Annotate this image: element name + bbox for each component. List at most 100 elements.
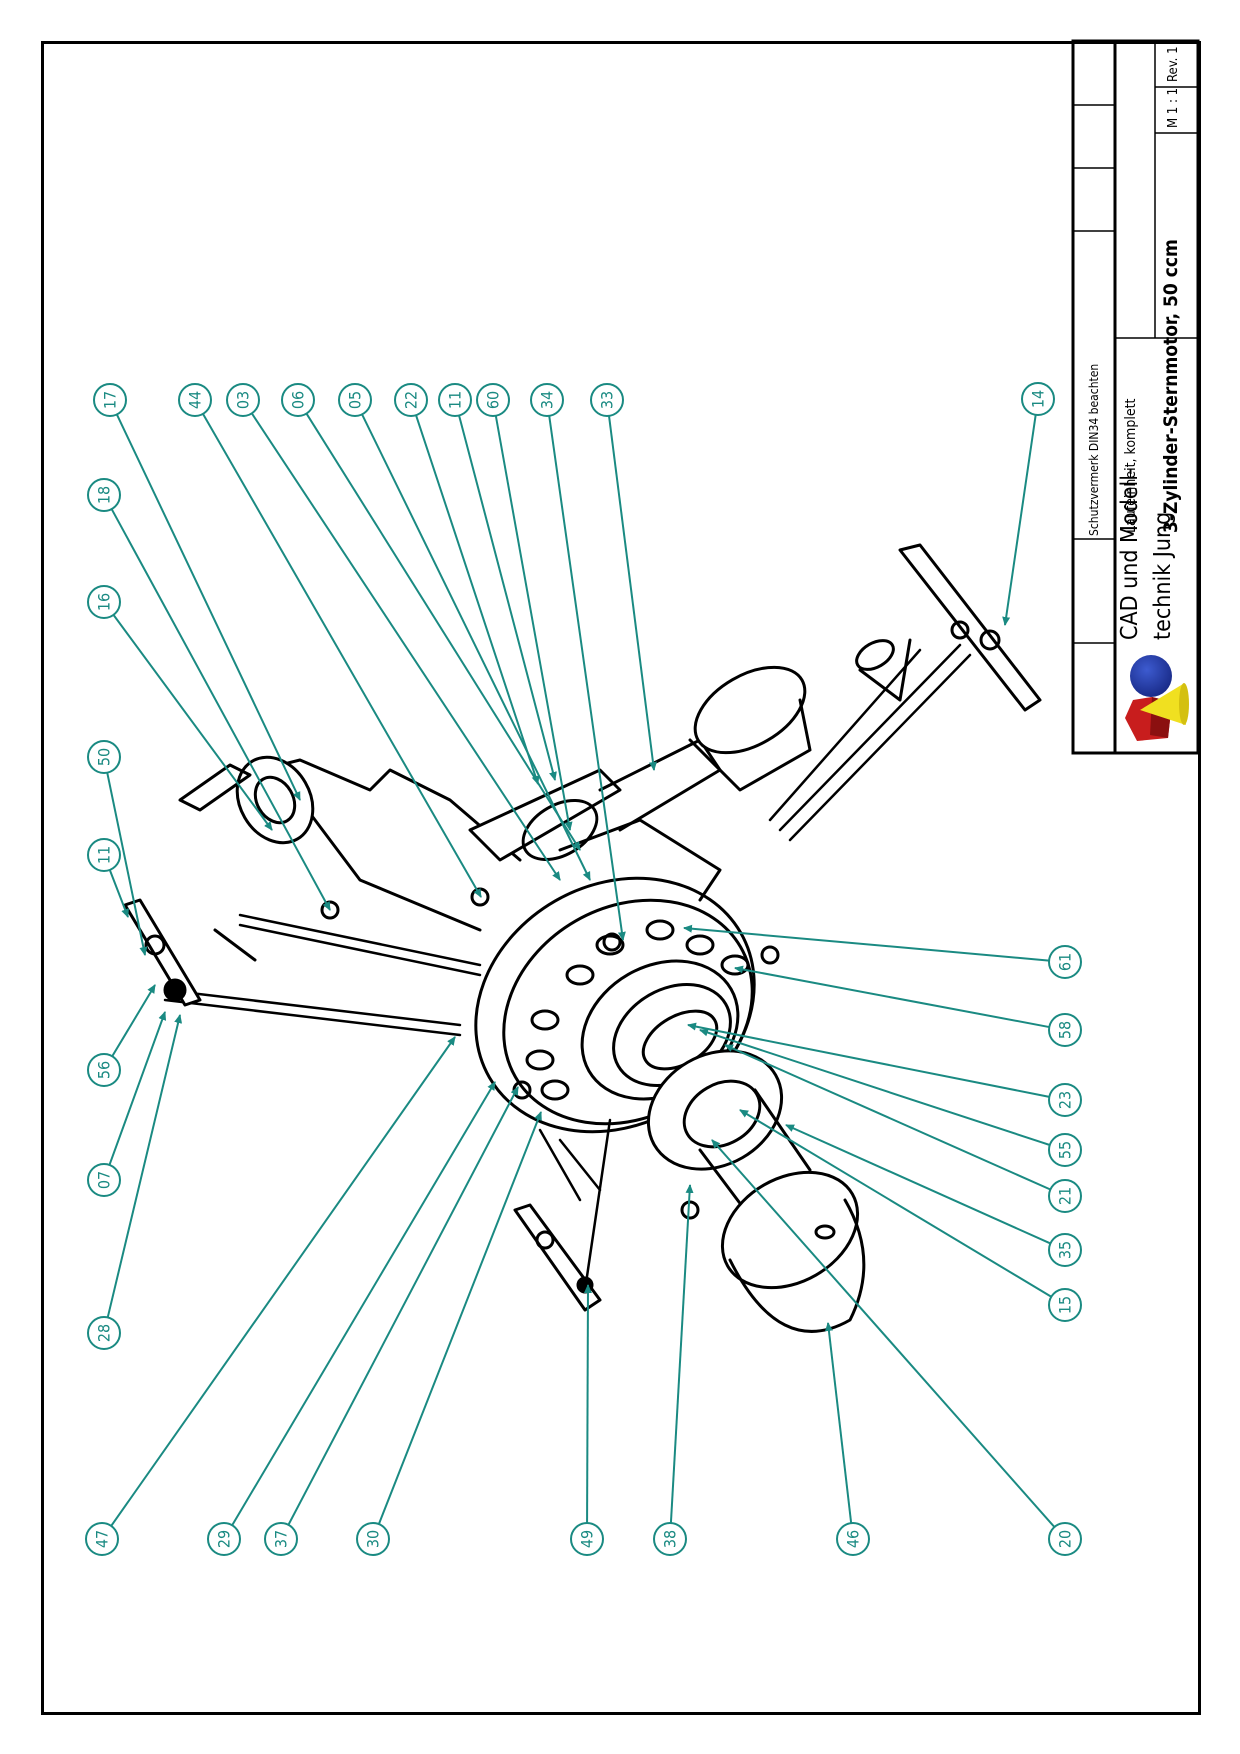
leader-line — [1002, 414, 1037, 626]
balloon-label: 15 — [1056, 1296, 1075, 1314]
balloon-label: 49 — [578, 1530, 597, 1548]
balloon-label: 05 — [346, 391, 365, 409]
balloon-circle — [93, 383, 127, 417]
balloon-33: 33 — [590, 383, 657, 771]
connecting-rod-piston — [468, 665, 812, 902]
leader-line — [108, 1011, 167, 1166]
balloon-22: 22 — [394, 383, 540, 785]
balloon-circle — [226, 383, 260, 417]
leader-line — [724, 1044, 1051, 1191]
balloon-circle — [85, 1522, 119, 1556]
balloon-11: 11 — [87, 838, 129, 918]
balloon-label: 28 — [95, 1324, 114, 1342]
balloon-circle — [590, 383, 624, 417]
leader-line — [112, 614, 273, 831]
cad-logo-icon — [1125, 655, 1189, 741]
balloon-circle — [1021, 382, 1055, 416]
leader-line — [711, 1139, 1056, 1528]
balloon-50: 50 — [87, 740, 148, 956]
balloon-circle — [476, 383, 510, 417]
balloon-label: 17 — [101, 391, 120, 409]
balloon-label: 21 — [1056, 1187, 1075, 1205]
balloon-35: 35 — [785, 1124, 1082, 1267]
balloon-circle — [836, 1522, 870, 1556]
leader-line — [583, 1284, 592, 1524]
balloon-label: 47 — [93, 1530, 112, 1548]
balloon-circle — [87, 1163, 121, 1197]
balloon-circle — [87, 740, 121, 774]
leader-line — [458, 415, 557, 781]
leader-line — [231, 1081, 496, 1526]
balloon-circle — [530, 383, 564, 417]
balloon-label: 23 — [1056, 1091, 1075, 1109]
balloon-03: 03 — [226, 383, 561, 881]
balloon-label: 06 — [289, 391, 308, 409]
balloon-circle — [281, 383, 315, 417]
leader-line — [669, 1184, 694, 1524]
leader-line — [115, 414, 301, 801]
balloon-circle — [264, 1522, 298, 1556]
balloon-circle — [87, 585, 121, 619]
protection-note: Schutzvermerk DIN34 beachten — [1087, 363, 1101, 536]
balloon-circle — [653, 1522, 687, 1556]
balloon-label: 44 — [186, 391, 205, 409]
balloon-circle — [87, 838, 121, 872]
leader-line — [699, 1028, 1051, 1146]
balloon-circle — [338, 383, 372, 417]
balloon-55: 55 — [699, 1028, 1082, 1167]
leader-line — [108, 869, 129, 918]
balloon-05: 05 — [338, 383, 591, 881]
balloon-circle — [1048, 1522, 1082, 1556]
balloon-14: 14 — [1002, 382, 1055, 626]
balloon-20: 20 — [711, 1139, 1082, 1556]
balloon-circle — [87, 478, 121, 512]
balloon-circle — [394, 383, 428, 417]
balloon-circle — [1048, 1083, 1082, 1117]
leader-line — [202, 413, 482, 898]
balloon-label: 58 — [1056, 1021, 1075, 1039]
balloon-38: 38 — [653, 1184, 694, 1556]
balloon-label: 34 — [538, 391, 557, 409]
balloon-circle — [207, 1522, 241, 1556]
rocker-arm-bottom — [513, 1203, 602, 1312]
leader-line — [608, 415, 657, 771]
balloon-11: 11 — [438, 383, 557, 781]
balloon-21: 21 — [724, 1044, 1082, 1213]
leader-line — [111, 984, 156, 1057]
balloon-23: 23 — [687, 1022, 1082, 1117]
leader-line — [548, 415, 626, 941]
rocker-arm-left — [123, 898, 257, 1007]
leader-line — [687, 1022, 1050, 1098]
balloon-label: 37 — [272, 1530, 291, 1548]
balloon-58: 58 — [734, 965, 1082, 1047]
front-hub — [646, 1049, 866, 1333]
balloon-56: 56 — [87, 984, 156, 1087]
balloon-61: 61 — [683, 924, 1082, 979]
balloon-16: 16 — [87, 585, 273, 831]
balloon-30: 30 — [356, 1111, 542, 1556]
balloon-label: 38 — [661, 1530, 680, 1548]
balloon-46: 46 — [824, 1322, 870, 1556]
leader-line — [683, 924, 1050, 962]
balloon-circle — [1048, 945, 1082, 979]
balloon-circle — [178, 383, 212, 417]
balloon-label: 11 — [446, 391, 465, 409]
balloon-18: 18 — [87, 478, 331, 911]
balloon-47: 47 — [85, 1036, 456, 1556]
cylinder-upper-left — [178, 755, 522, 932]
balloon-44: 44 — [178, 383, 482, 898]
balloon-60: 60 — [476, 383, 573, 831]
drawing-description: Laufeinheit, komplett — [1123, 398, 1139, 533]
leader-line — [110, 508, 331, 911]
balloon-label: 20 — [1056, 1530, 1075, 1548]
balloon-label: 61 — [1056, 953, 1075, 971]
drawing-frame — [41, 41, 1201, 1715]
balloon-circle — [87, 1053, 121, 1087]
balloon-label: 56 — [95, 1061, 114, 1079]
balloon-circle — [1048, 1179, 1082, 1213]
balloon-label: 11 — [95, 846, 114, 864]
